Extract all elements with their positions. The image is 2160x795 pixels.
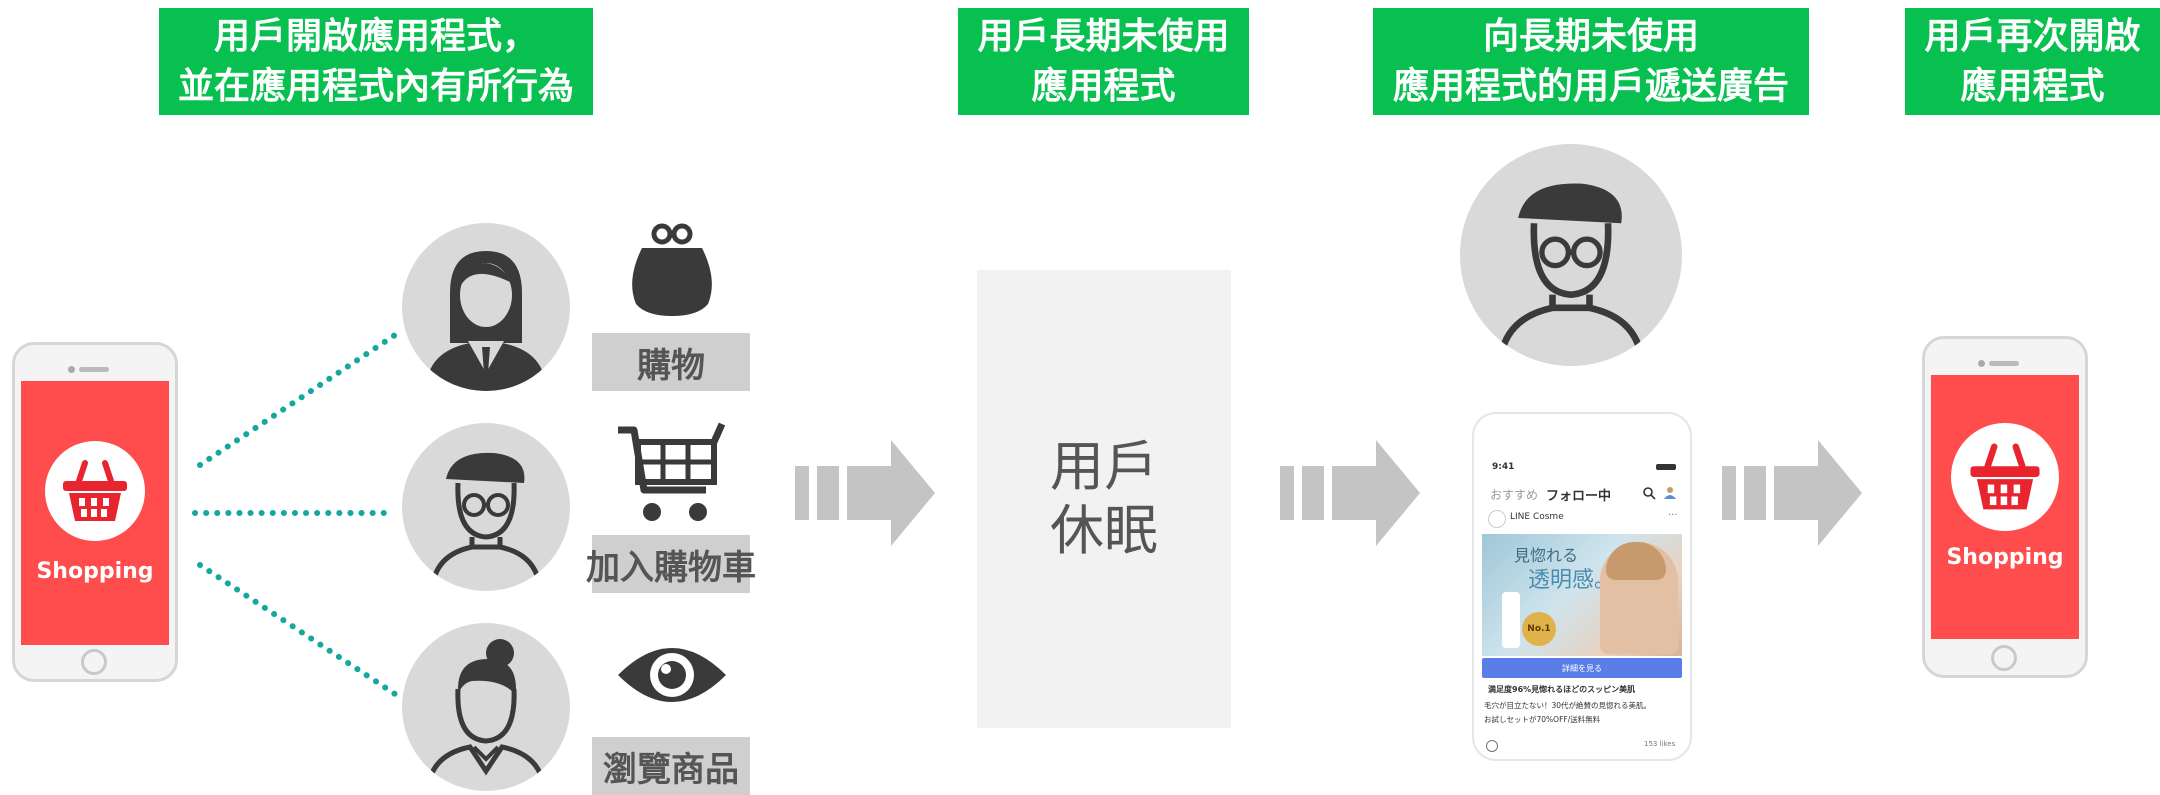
step-4-header-line-2: 應用程式 bbox=[1960, 65, 2105, 107]
dormant-user-box: 用戶 休眠 bbox=[977, 270, 1231, 728]
shopping-app-phone-left: Shopping bbox=[12, 342, 178, 682]
dormant-line-1: 用戶 bbox=[1050, 435, 1158, 498]
account-name[interactable]: LINE Cosme bbox=[1510, 512, 1564, 522]
app-label: Shopping bbox=[1946, 545, 2064, 570]
step-2-header-line-1: 用戶長期未使用 bbox=[977, 15, 1230, 57]
shopping-basket-icon bbox=[1970, 443, 2040, 510]
app-icon-badge bbox=[1951, 423, 2059, 531]
step-2-header-line-2: 應用程式 bbox=[1031, 65, 1176, 107]
award-badge: No.1 bbox=[1522, 612, 1556, 646]
user-avatar-2 bbox=[402, 423, 570, 591]
step-4-header-line-1: 用戶再次開啟 bbox=[1924, 15, 2141, 57]
phone-camera bbox=[68, 366, 75, 373]
man-beret-glasses-icon bbox=[429, 452, 543, 591]
phone-camera bbox=[1978, 360, 1985, 367]
profile-icon[interactable] bbox=[1662, 484, 1678, 500]
step-3-header: 向長期未使用 應用程式的用戶遞送廣告 bbox=[1373, 8, 1809, 115]
app-label: Shopping bbox=[36, 559, 154, 584]
user-avatar-3 bbox=[402, 623, 570, 791]
account-avatar bbox=[1488, 510, 1506, 528]
award-badge-text: No.1 bbox=[1527, 624, 1551, 634]
woman-suit-icon bbox=[426, 251, 546, 391]
step-4-header: 用戶再次開啟 應用程式 bbox=[1905, 8, 2160, 115]
step-2-header: 用戶長期未使用 應用程式 bbox=[958, 8, 1249, 115]
status-time: 9:41 bbox=[1492, 462, 1515, 472]
cta-button[interactable]: 詳細を見る bbox=[1482, 658, 1682, 678]
likes-count: 153 likes bbox=[1644, 740, 1676, 748]
arrow-right-icon bbox=[795, 440, 935, 546]
status-icons bbox=[1656, 464, 1676, 470]
ad-banner-image[interactable]: 見惚れる 透明感。 No.1 bbox=[1482, 534, 1682, 656]
action-label-browse: 瀏覽商品 bbox=[592, 737, 750, 795]
eye-icon bbox=[618, 648, 726, 702]
user-avatar-1 bbox=[402, 223, 570, 391]
ad-phone: 9:41 おすすめ フォロー中 LINE Cosme ··· 見惚れる 透明感。… bbox=[1472, 412, 1692, 761]
target-user-avatar bbox=[1460, 144, 1682, 366]
action-label-add-to-cart: 加入購物車 bbox=[586, 535, 756, 593]
banner-line-1: 見惚れる bbox=[1514, 546, 1579, 565]
app-icon-badge bbox=[45, 441, 145, 541]
connector-to-browse bbox=[197, 562, 398, 697]
ad-body-line-1: 毛穴が目立たない！30代が絶賛の見惚れる美肌。 bbox=[1484, 701, 1652, 710]
phone-home-button bbox=[81, 649, 107, 675]
step-3-header-line-1: 向長期未使用 bbox=[1482, 15, 1699, 57]
connector-to-purchase bbox=[197, 332, 398, 468]
woman-ponytail-icon bbox=[425, 639, 547, 791]
emoji-icon[interactable] bbox=[1486, 740, 1498, 752]
action-label-purchase: 購物 bbox=[592, 333, 750, 391]
cta-button-label: 詳細を見る bbox=[1562, 663, 1602, 673]
arrow-right-icon bbox=[1280, 440, 1420, 546]
tab-following[interactable]: フォロー中 bbox=[1546, 489, 1612, 504]
man-beret-glasses-icon bbox=[1496, 183, 1646, 366]
step-1-header-line-2: 並在應用程式內有所行為 bbox=[177, 65, 574, 107]
shopping-app-phone-right: Shopping bbox=[1922, 336, 2088, 678]
shopping-cart-icon bbox=[618, 422, 726, 521]
phone-home-button bbox=[1991, 645, 2017, 671]
phone-screen: Shopping bbox=[1931, 375, 2079, 639]
coin-purse-icon bbox=[632, 223, 712, 316]
search-icon[interactable] bbox=[1642, 486, 1656, 500]
step-1-header: 用戶開啟應用程式， 並在應用程式內有所行為 bbox=[159, 8, 593, 115]
ad-headline: 満足度96%見惚れるほどのスッピン美肌 bbox=[1488, 685, 1636, 694]
model-hair bbox=[1606, 542, 1666, 580]
shopping-basket-icon bbox=[63, 460, 127, 521]
tab-recommended[interactable]: おすすめ bbox=[1490, 488, 1539, 502]
phone-speaker bbox=[79, 367, 109, 372]
step-3-header-line-2: 應用程式的用戶遞送廣告 bbox=[1392, 65, 1789, 107]
phone-speaker bbox=[1989, 361, 2019, 366]
arrow-right-icon bbox=[1722, 440, 1862, 546]
phone-screen: Shopping bbox=[21, 381, 169, 645]
more-icon[interactable]: ··· bbox=[1668, 510, 1678, 521]
serum-bottle bbox=[1502, 592, 1520, 648]
dormant-line-2: 休眠 bbox=[1050, 499, 1158, 562]
step-1-header-line-1: 用戶開啟應用程式， bbox=[213, 15, 538, 57]
ad-body-line-2: お試しセットが70%OFF/送料無料 bbox=[1484, 715, 1601, 724]
